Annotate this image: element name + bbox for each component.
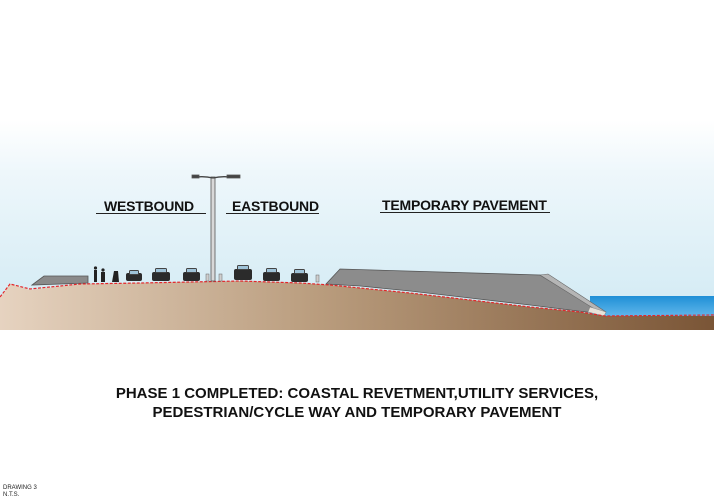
- westbound-underline: [96, 213, 206, 214]
- drawing-scale: N.T.S.: [3, 492, 20, 498]
- pedestrian-figures: [93, 266, 119, 282]
- westbound-label: WESTBOUND: [104, 198, 194, 214]
- car-2: [152, 268, 170, 281]
- ground-profile-line: [0, 280, 714, 317]
- cycle-way-pavement: [30, 275, 89, 286]
- eastbound-underline: [226, 213, 319, 214]
- ground: [0, 281, 714, 330]
- bollards: [205, 273, 320, 283]
- car-6: [291, 269, 308, 282]
- caption-line-2: PEDESTRIAN/CYCLE WAY AND TEMPORARY PAVEM…: [152, 404, 562, 421]
- car-3: [183, 268, 200, 281]
- eastbound-label: EASTBOUND: [232, 198, 319, 214]
- temporary-pavement-label: TEMPORARY PAVEMENT: [382, 197, 547, 213]
- temporary-pavement-underline: [380, 212, 550, 213]
- temporary-pavement-fill: [325, 268, 605, 315]
- sea: [590, 296, 714, 316]
- caption-line-1: PHASE 1 COMPLETED: COASTAL REVETMENT,UTI…: [115, 385, 599, 402]
- car-4: [234, 265, 252, 280]
- drawing-number: DRAWING 3: [3, 485, 37, 491]
- car-1: [126, 270, 142, 281]
- car-5: [263, 268, 280, 281]
- light-pole: [191, 174, 241, 282]
